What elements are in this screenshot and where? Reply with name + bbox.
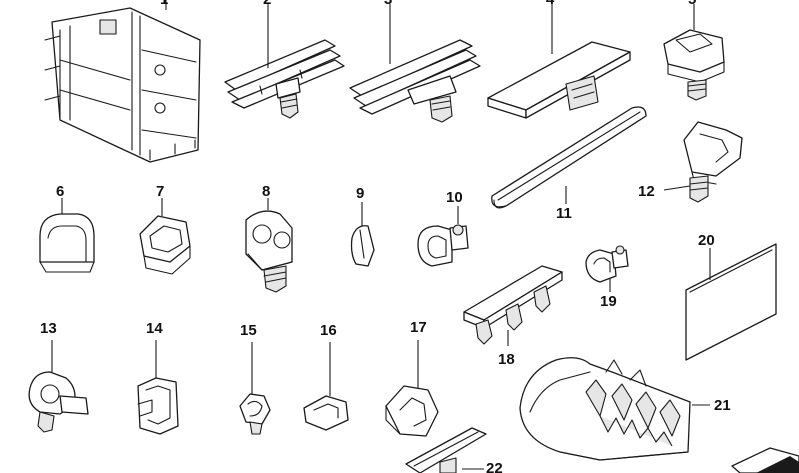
part-21-multi-slot-bracket — [519, 357, 710, 461]
part-5-snap-clip — [663, 4, 725, 101]
callout-10: 10 — [446, 189, 463, 206]
part-16-small-clip — [303, 342, 349, 431]
callout-4: 4 — [546, 0, 555, 8]
callout-11: 11 — [556, 205, 572, 222]
callout-21: 21 — [714, 397, 731, 414]
callout-13: 13 — [40, 320, 57, 337]
callout-2: 2 — [263, 0, 271, 8]
part-2-clip-strip — [224, 4, 345, 119]
callout-5: 5 — [688, 0, 696, 8]
callout-3: 3 — [384, 0, 392, 8]
callout-16: 16 — [320, 322, 337, 339]
part-1-cable-holder-frame — [44, 0, 201, 163]
callout-1: 1 — [160, 0, 168, 8]
part-18-comb-holder — [463, 265, 563, 346]
callout-9: 9 — [356, 185, 364, 202]
part-22-strap-clip — [405, 427, 487, 473]
part-4-flat-clip — [487, 4, 631, 119]
part-14-square-clip — [137, 340, 179, 435]
part-20-pad — [685, 243, 777, 361]
callout-8: 8 — [262, 183, 270, 200]
callout-20: 20 — [698, 232, 715, 249]
callout-22: 22 — [486, 460, 503, 473]
part-7-square-clip — [139, 198, 191, 275]
part-17-angled-clip — [385, 340, 439, 437]
part-9-small-cap — [350, 202, 375, 267]
callout-7: 7 — [156, 183, 164, 200]
part-13-round-clip — [28, 340, 89, 433]
callout-15: 15 — [240, 322, 257, 339]
part-6-cable-clip — [39, 198, 95, 273]
callout-14: 14 — [146, 320, 163, 337]
part-3-clip-strip-long — [349, 4, 481, 123]
callout-17: 17 — [410, 319, 427, 336]
part-19-clip-with-stud — [585, 245, 629, 292]
callout-12: 12 — [638, 183, 655, 200]
callout-18: 18 — [498, 351, 515, 368]
part-12-hook-clip — [663, 121, 743, 203]
callout-19: 19 — [600, 293, 617, 310]
part-11-edge-strip — [491, 106, 647, 209]
callout-6: 6 — [56, 183, 64, 200]
part-15-small-snap-clip — [239, 342, 271, 435]
corner-arrow-icon — [731, 447, 799, 473]
part-10-clip-with-stud — [417, 206, 469, 267]
part-8-double-clip — [245, 198, 293, 293]
